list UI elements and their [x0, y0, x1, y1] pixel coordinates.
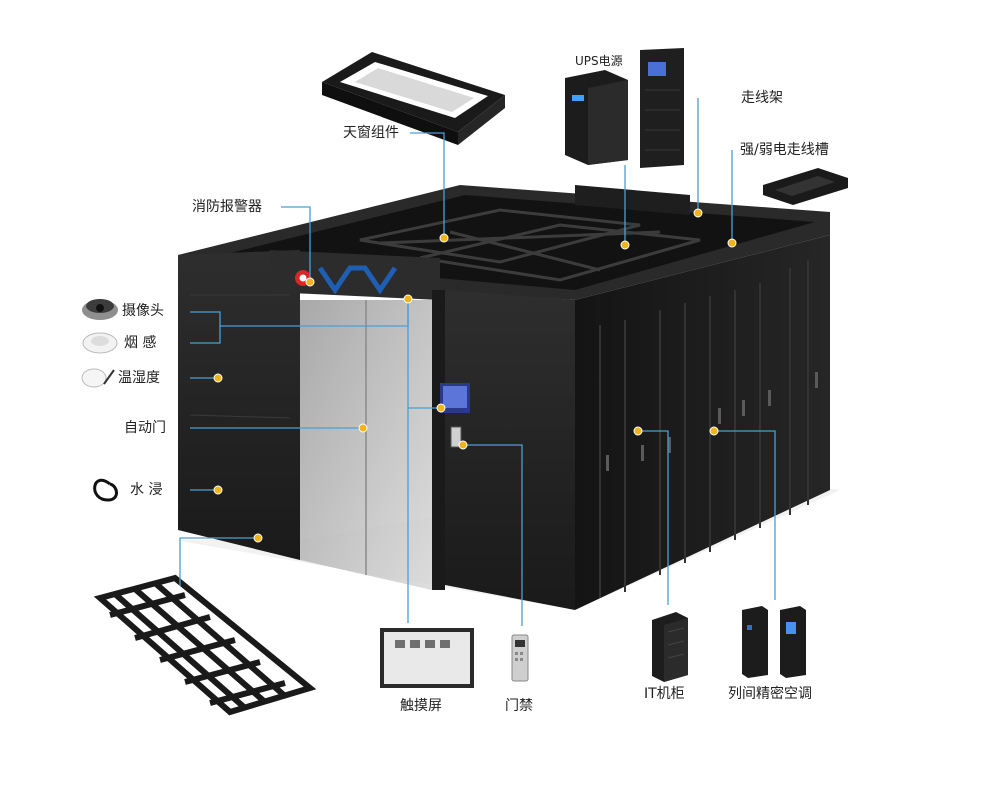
callout-dots	[213, 208, 737, 543]
temp-humidity-sensor-icon	[81, 368, 115, 388]
access-reader	[450, 426, 462, 448]
label-it-cabinet: IT机柜	[644, 686, 685, 702]
label-water-leak: 水 浸	[130, 482, 163, 498]
module-body	[178, 185, 830, 610]
label-touchscreen: 触摸屏	[400, 698, 442, 714]
smoke-detector-icon	[82, 332, 118, 354]
skylight-frame-image	[322, 52, 505, 145]
label-inrow-ac: 列间精密空调	[728, 686, 812, 702]
camera-icon	[82, 299, 118, 320]
label-skylight: 天窗组件	[343, 125, 399, 141]
label-temp-humidity: 温湿度	[118, 370, 160, 386]
label-fire-alarm: 消防报警器	[192, 199, 262, 215]
access-control-image	[511, 634, 529, 682]
ups-image	[565, 48, 684, 168]
label-smoke: 烟 感	[124, 335, 157, 351]
label-auto-door: 自动门	[124, 420, 166, 436]
water-leak-cable-icon	[93, 478, 118, 502]
touchscreen-image	[380, 628, 474, 688]
label-cable-tray: 走线架	[741, 90, 783, 106]
trunking-image	[763, 168, 848, 205]
raised-floor-frame	[93, 574, 317, 716]
it-cabinet-image	[652, 612, 688, 682]
label-access-control: 门禁	[505, 698, 533, 714]
label-camera: 摄像头	[122, 303, 164, 319]
callout-lines	[179, 98, 776, 626]
label-ups: UPS电源	[575, 54, 623, 68]
it-cabinet-row	[599, 260, 809, 598]
inrow-ac-image	[742, 606, 806, 678]
label-trunking: 强/弱电走线槽	[740, 142, 829, 158]
